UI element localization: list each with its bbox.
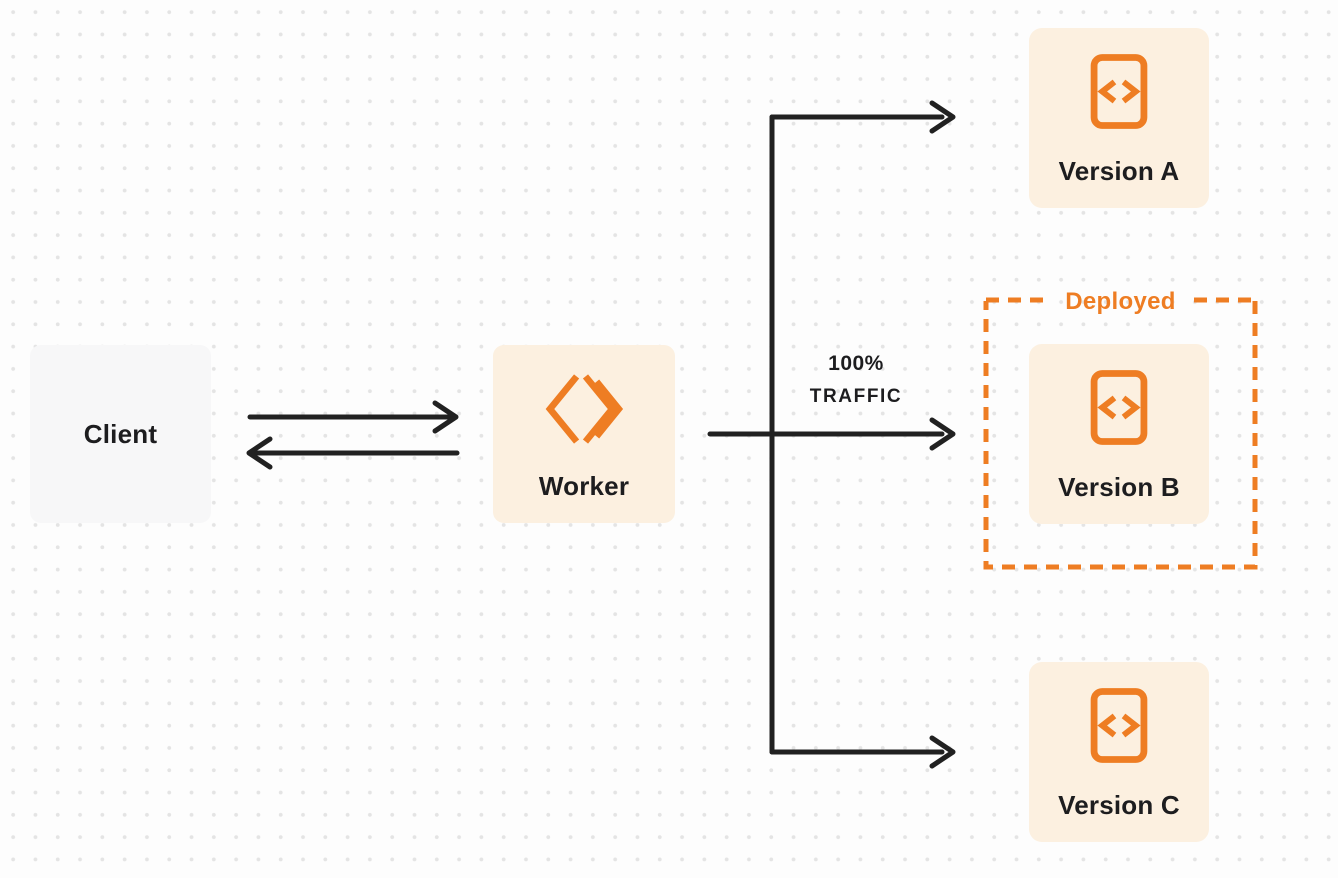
code-file-icon bbox=[1090, 54, 1148, 129]
worker-node: Worker bbox=[493, 345, 675, 523]
version-c-label: Version C bbox=[1058, 790, 1180, 820]
version-a-node: Version A bbox=[1029, 28, 1209, 208]
traffic-word: TRAFFIC bbox=[809, 386, 903, 407]
version-b-label: Version B bbox=[1058, 472, 1180, 502]
traffic-percent: 100% bbox=[828, 352, 884, 375]
code-file-icon bbox=[1090, 688, 1148, 763]
worker-label: Worker bbox=[538, 471, 630, 501]
client-label: Client bbox=[83, 418, 158, 449]
arrowhead-version-a bbox=[929, 100, 956, 134]
arrowhead-client-to-worker bbox=[432, 400, 459, 434]
code-file-icon bbox=[1090, 370, 1148, 445]
traffic-label: 100% TRAFFIC bbox=[786, 352, 926, 408]
arrowhead-version-b bbox=[929, 417, 956, 451]
client-node: Client bbox=[30, 345, 211, 523]
workers-logo-icon bbox=[545, 374, 624, 444]
arrowhead-version-c bbox=[929, 735, 956, 769]
deployed-label: Deployed bbox=[1065, 288, 1176, 315]
arrowhead-worker-to-client bbox=[246, 436, 273, 470]
version-b-node: Version B bbox=[1029, 344, 1209, 524]
version-c-node: Version C bbox=[1029, 662, 1209, 842]
version-a-label: Version A bbox=[1058, 156, 1180, 186]
deployed-outline-sides bbox=[983, 301, 1258, 570]
